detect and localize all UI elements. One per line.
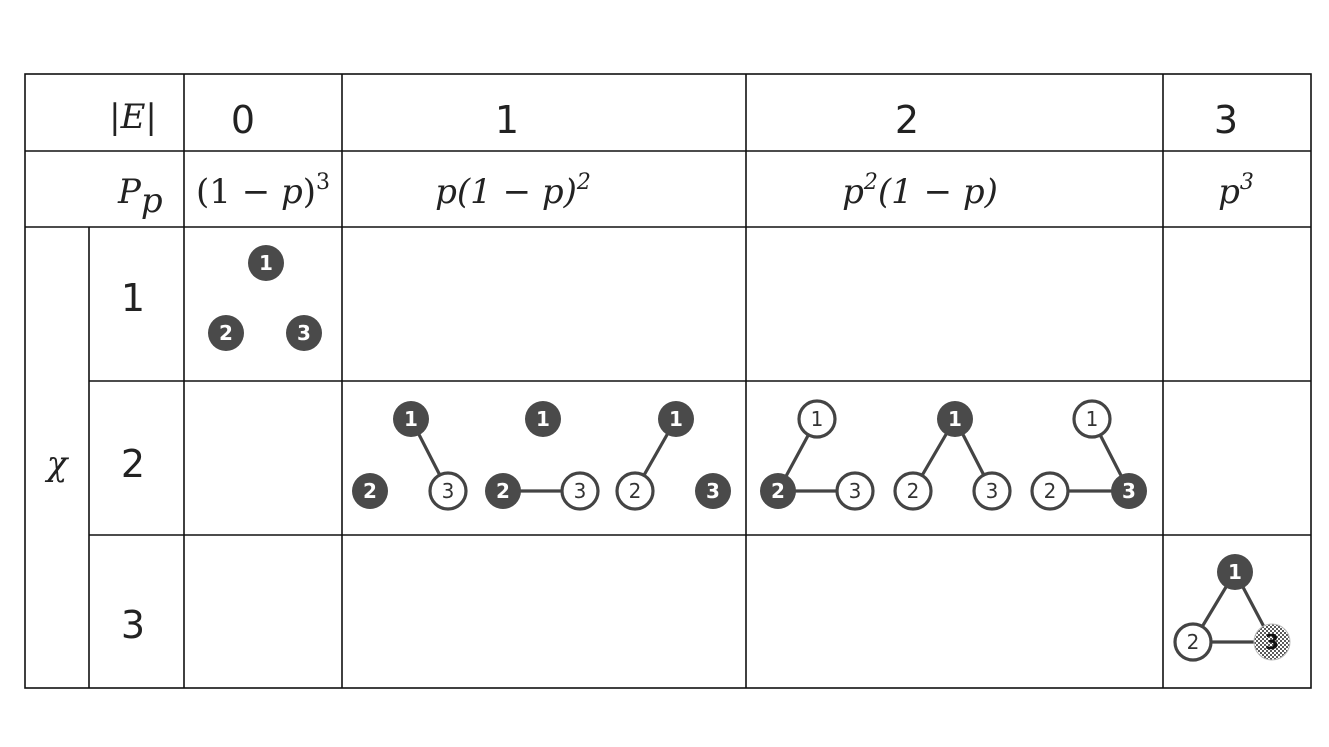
vertex-3-open — [428, 471, 468, 511]
vertex-label: 2 — [219, 321, 233, 345]
vertex-3-hatched — [1253, 623, 1291, 661]
vertex-1-filled — [1217, 554, 1253, 590]
vertex-label: 1 — [669, 407, 683, 431]
vertex-label: 1 — [948, 407, 962, 431]
vertex-label: 2 — [907, 479, 920, 503]
vertex-label: 2 — [1044, 479, 1057, 503]
graph-edges-13-23: 1 2 3 — [1030, 399, 1147, 511]
probability-0: (1 − p)3 — [196, 170, 330, 212]
vertex-label: 2 — [1187, 630, 1200, 654]
graph-edges-12-13: 1 2 3 — [893, 401, 1012, 511]
vertex-label: 1 — [811, 407, 824, 431]
vertex-1-open — [1072, 399, 1112, 439]
graph-triangle: 1 2 3 — [1173, 554, 1291, 662]
vertex-2-open — [1030, 471, 1070, 511]
vertex-1-filled — [937, 401, 973, 437]
chromatic-value-3: 3 — [121, 603, 145, 647]
vertex-label: 2 — [771, 479, 785, 503]
edge-count-2: 2 — [895, 98, 919, 142]
vertex-3-filled — [695, 473, 731, 509]
vertex-label: 3 — [297, 321, 311, 345]
vertex-label: 2 — [363, 479, 377, 503]
table-grid — [24, 73, 1312, 689]
vertex-1-filled — [525, 401, 561, 437]
vertex-label: 1 — [259, 251, 273, 275]
vertex-1-open — [797, 399, 837, 439]
edge-count-header: |E| — [109, 97, 157, 137]
chromatic-number-header: χ — [45, 444, 70, 484]
vertex-2-open — [1173, 622, 1213, 662]
chromatic-value-1: 1 — [121, 276, 145, 320]
graph-edge-1-2: 1 2 3 — [615, 401, 731, 511]
vertex-2-filled — [760, 473, 796, 509]
probability-2: p2(1 − p) — [842, 170, 998, 212]
edge-count-1: 1 — [495, 98, 519, 142]
vertex-2-open — [615, 471, 655, 511]
vertex-label: 1 — [536, 407, 550, 431]
vertex-label: 3 — [1265, 630, 1279, 654]
vertex-label: 1 — [404, 407, 418, 431]
chromatic-value-2: 2 — [121, 442, 145, 486]
edge-count-3: 3 — [1214, 98, 1238, 142]
vertex-3-filled — [1111, 473, 1147, 509]
vertex-3-open — [835, 471, 875, 511]
graph-edges-12-23: 1 2 3 — [760, 399, 875, 511]
vertex-label: 2 — [629, 479, 642, 503]
graph-edge-2-3: 1 2 3 — [485, 401, 600, 511]
vertex-1-filled — [248, 245, 284, 281]
vertex-label: 3 — [706, 479, 720, 503]
graph-edge-1-3: 1 2 3 — [352, 401, 468, 511]
probability-3: p3 — [1218, 170, 1254, 212]
vertex-label: 1 — [1228, 560, 1242, 584]
vertex-1-filled — [393, 401, 429, 437]
vertex-1-filled — [658, 401, 694, 437]
vertex-2-filled — [352, 473, 388, 509]
vertex-3-filled — [286, 315, 322, 351]
vertex-2-filled — [208, 315, 244, 351]
vertex-label: 3 — [849, 479, 862, 503]
probability-header: Pp — [117, 172, 163, 221]
vertex-3-open — [560, 471, 600, 511]
vertex-label: 3 — [574, 479, 587, 503]
vertex-2-filled — [485, 473, 521, 509]
probability-1: p(1 − p)2 — [435, 170, 591, 212]
vertex-label: 2 — [496, 479, 510, 503]
graph-no-edges: 1 2 3 — [208, 245, 322, 351]
vertex-label: 1 — [1086, 407, 1099, 431]
vertex-3-open — [972, 471, 1012, 511]
vertex-2-open — [893, 471, 933, 511]
vertex-label: 3 — [442, 479, 455, 503]
edge-count-0: 0 — [231, 98, 255, 142]
vertex-label: 3 — [986, 479, 999, 503]
vertex-label: 3 — [1122, 479, 1136, 503]
